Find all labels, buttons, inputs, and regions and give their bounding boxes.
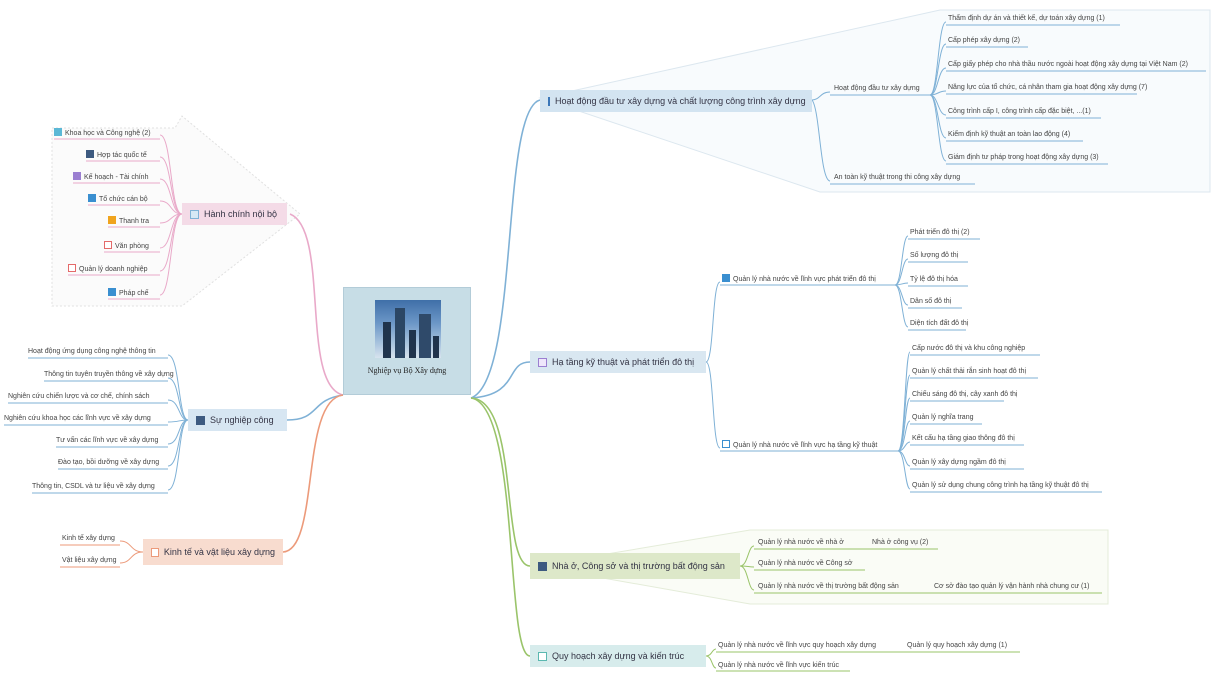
city-skyline-image — [375, 300, 441, 358]
subtopic[interactable]: Quản lý chất thải rắn sinh hoạt đô thị — [912, 368, 1027, 375]
subtopic[interactable]: Khoa học và Công nghệ (2) — [54, 128, 151, 139]
central-topic-title: Nghiệp vụ Bộ Xây dựng — [367, 366, 447, 375]
subtopic[interactable]: Văn phòng — [104, 241, 149, 252]
subtopic[interactable]: Kiểm định kỹ thuật an toàn lao động (4) — [948, 131, 1071, 138]
subtopic[interactable]: Số lượng đô thị — [910, 252, 959, 259]
topic-label: Hoạt động đầu tư xây dựng và chất lượng … — [555, 96, 806, 106]
folder-icon — [196, 415, 205, 425]
subtopic[interactable]: Cấp phép xây dựng (2) — [948, 37, 1021, 44]
link-nha-o — [470, 397, 531, 567]
subtopic[interactable]: Phát triển đô thị (2) — [910, 229, 970, 236]
link-hanh-chinh — [289, 213, 344, 396]
subtopic[interactable]: Quản lý nhà nước về lĩnh vực quy hoạch x… — [718, 642, 876, 649]
topic-nha-o[interactable]: Nhà ở, Công sở và thị trường bất động sả… — [530, 553, 740, 579]
app-icon — [108, 288, 116, 296]
link-hoat-dong — [470, 99, 541, 399]
subtopic[interactable]: Pháp chế — [108, 288, 149, 299]
app-icon — [108, 216, 116, 224]
link-su-nghiep — [286, 394, 344, 421]
subtopic[interactable]: Dân số đô thị — [910, 298, 952, 305]
topic-su-nghiep[interactable]: Sự nghiệp công — [188, 409, 287, 431]
link-quy-hoach — [470, 397, 531, 657]
central-topic[interactable]: Nghiệp vụ Bộ Xây dựng — [343, 287, 471, 395]
subtopic[interactable]: Vật liệu xây dựng — [62, 557, 117, 564]
topic-hanh-chinh[interactable]: Hành chính nội bộ — [182, 203, 287, 225]
subtopic[interactable]: Quản lý doanh nghiệp — [68, 264, 148, 275]
app-icon — [54, 128, 62, 136]
subtopic[interactable]: Tư vấn các lĩnh vực về xây dựng — [56, 437, 159, 444]
subtopic[interactable]: Thanh tra — [108, 216, 149, 227]
subtopic[interactable]: Quản lý sử dụng chung công trình hạ tầng… — [912, 482, 1089, 489]
folder-icon — [538, 561, 547, 571]
nha-o-group-backdrop — [534, 529, 1109, 605]
subtopic[interactable]: Kế hoạch - Tài chính — [73, 172, 148, 183]
link-kinh-te — [282, 394, 344, 553]
topic-ha-tang[interactable]: Hạ tầng kỹ thuật và phát triển đô thị — [530, 351, 706, 373]
subtopic[interactable]: Quản lý quy hoạch xây dựng (1) — [907, 642, 1008, 649]
topic-label: Kinh tế và vật liệu xây dựng — [163, 547, 275, 557]
topic-hoat-dong[interactable]: Hoạt động đầu tư xây dựng và chất lượng … — [540, 90, 812, 112]
app-icon — [68, 264, 76, 272]
folder-icon — [538, 651, 547, 661]
subtopic[interactable]: Chiếu sáng đô thị, cây xanh đô thị — [912, 391, 1018, 398]
subtopic[interactable]: Cấp giấy phép cho nhà thầu nước ngoài ho… — [948, 61, 1188, 68]
topic-kinh-te[interactable]: Kinh tế và vật liệu xây dựng — [143, 539, 283, 565]
subtopic[interactable]: Cấp nước đô thị và khu công nghiệp — [912, 345, 1026, 352]
folder-icon — [151, 547, 159, 557]
subtopic[interactable]: Quản lý xây dựng ngầm đô thị — [912, 459, 1006, 466]
subtopic[interactable]: Nhà ở công vụ (2) — [872, 539, 929, 546]
subtopic[interactable]: Quản lý nghĩa trang — [912, 414, 974, 421]
subtopic[interactable]: Tổ chức cán bộ — [88, 194, 148, 205]
subtopic[interactable]: Đào tạo, bồi dưỡng về xây dựng — [58, 459, 160, 466]
folder-icon — [538, 357, 547, 367]
hanh-chinh-group-backdrop — [51, 115, 301, 307]
subtopic[interactable]: Công trình cấp I, công trình cấp đặc biệ… — [948, 108, 1091, 115]
folder-icon — [190, 209, 199, 219]
subtopic[interactable]: Năng lực của tổ chức, cá nhân tham gia h… — [948, 84, 1148, 91]
app-icon — [104, 241, 112, 249]
subtopic[interactable]: Hoạt động đầu tư xây dựng — [834, 85, 920, 92]
collapse-icon[interactable] — [722, 274, 730, 282]
subtopic[interactable]: Thông tin tuyên truyền thông về xây dựng — [44, 371, 174, 378]
subtopic[interactable]: Quản lý nhà nước về lĩnh vực hạ tầng kỹ … — [722, 440, 877, 451]
subtopic[interactable]: Kết cấu hạ tầng giao thông đô thị — [912, 435, 1015, 442]
topic-label: Sự nghiệp công — [210, 415, 274, 425]
subtopic[interactable]: Cơ sở đào tạo quản lý vận hành nhà chung… — [934, 583, 1090, 590]
hoat-dong-group-backdrop — [538, 9, 1211, 193]
subtopic[interactable]: Thẩm định dự án và thiết kế, dự toán xây… — [948, 15, 1105, 22]
topic-label: Quy hoạch xây dựng và kiến trúc — [552, 651, 685, 661]
subtopic[interactable]: Hợp tác quốc tế — [86, 150, 147, 161]
subtopic[interactable]: An toàn kỹ thuật trong thi công xây dựng — [834, 174, 961, 181]
subtopic[interactable]: Giám định tư pháp trong hoạt động xây dự… — [948, 154, 1099, 161]
subtopic[interactable]: Tỷ lệ đô thị hóa — [910, 276, 958, 283]
topic-label: Hạ tầng kỹ thuật và phát triển đô thị — [552, 357, 695, 367]
subtopic[interactable]: Quản lý nhà nước về nhà ở — [758, 539, 844, 546]
subtopic[interactable]: Nghiên cứu chiến lược và cơ chế, chính s… — [8, 393, 150, 400]
subtopic[interactable]: Hoạt động ứng dụng công nghệ thông tin — [28, 348, 156, 355]
topic-label: Nhà ở, Công sở và thị trường bất động sả… — [552, 561, 725, 571]
subtopic[interactable]: Kinh tế xây dựng — [62, 535, 115, 542]
topic-label: Hành chính nội bộ — [204, 209, 278, 219]
subtopic[interactable]: Quản lý nhà nước về lĩnh vực kiến trúc — [718, 662, 839, 669]
subtopic[interactable]: Quản lý nhà nước về Công sở — [758, 560, 853, 567]
app-icon — [86, 150, 94, 158]
link-ha-tang — [470, 361, 531, 399]
topic-quy-hoach[interactable]: Quy hoạch xây dựng và kiến trúc — [530, 645, 706, 667]
app-icon — [88, 194, 96, 202]
collapse-icon[interactable] — [722, 440, 730, 448]
subtopic[interactable]: Thông tin, CSDL và tư liệu về xây dựng — [32, 483, 155, 490]
app-icon — [73, 172, 81, 180]
subtopic[interactable]: Quản lý nhà nước về thị trường bất động … — [758, 583, 899, 590]
subtopic[interactable]: Quản lý nhà nước về lĩnh vực phát triển … — [722, 274, 876, 285]
folder-icon — [548, 96, 550, 106]
subtopic[interactable]: Diện tích đất đô thị — [910, 320, 969, 327]
subtopic[interactable]: Nghiên cứu khoa học các lĩnh vực về xây … — [4, 415, 151, 422]
